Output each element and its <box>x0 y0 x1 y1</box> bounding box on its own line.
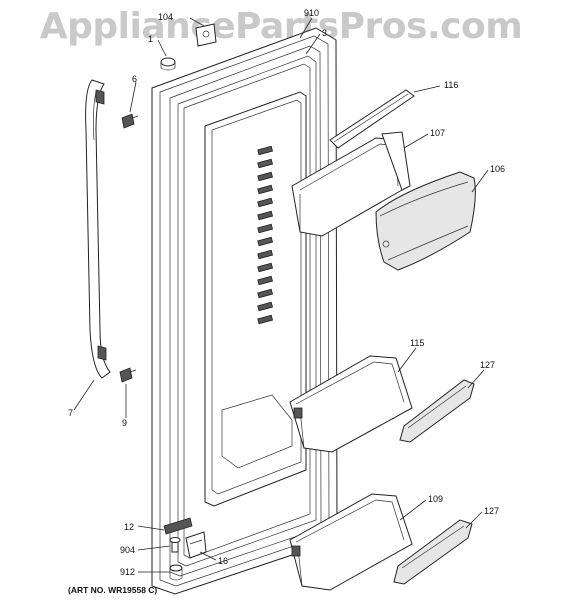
callout-104: 104 <box>158 12 173 22</box>
door-bin-107 <box>291 131 411 237</box>
door-handle <box>85 79 111 379</box>
door-gasket <box>177 55 317 567</box>
top-bushing <box>160 57 176 71</box>
watermark: AppliancePartsPros.com <box>39 6 523 47</box>
bin-trim-116 <box>329 89 415 149</box>
handle-screw-top <box>121 113 139 129</box>
door-bin-109 <box>289 493 413 591</box>
hinge-bracket-16 <box>185 531 207 559</box>
callout-904: 904 <box>120 545 135 555</box>
bottom-bushing-912 <box>169 564 183 581</box>
callout-6: 6 <box>132 74 137 84</box>
bottom-hinge-plate <box>163 517 193 535</box>
door-bin-115 <box>289 355 413 453</box>
art-number: (ART NO. WR19558 C) <box>68 585 157 595</box>
callout-109: 109 <box>428 494 443 504</box>
callout-116: 116 <box>444 80 458 90</box>
bin-cover-106 <box>375 171 476 271</box>
door-inner-liner <box>204 91 307 507</box>
callout-16: 16 <box>218 556 228 566</box>
callout-107: 107 <box>430 128 445 138</box>
callout-1: 1 <box>148 34 153 44</box>
bin-front-127-lower <box>393 519 473 585</box>
callout-9: 9 <box>122 418 127 428</box>
leader-lines <box>73 17 489 573</box>
bin-front-127-upper <box>399 379 475 443</box>
callout-115: 115 <box>410 338 424 348</box>
callout-127-upper: 127 <box>480 360 495 370</box>
handle-screw-bottom <box>119 367 137 383</box>
callout-12: 12 <box>124 522 134 532</box>
callout-127-lower: 127 <box>484 506 499 516</box>
callout-3: 3 <box>322 28 327 38</box>
callout-7: 7 <box>68 408 73 418</box>
bottom-hinge-pin <box>169 537 181 553</box>
callout-106: 106 <box>490 164 505 174</box>
top-hinge-cap <box>195 23 217 47</box>
liner-shelf-ribs <box>257 145 274 325</box>
callout-912: 912 <box>120 567 135 577</box>
callout-910: 910 <box>304 8 319 18</box>
